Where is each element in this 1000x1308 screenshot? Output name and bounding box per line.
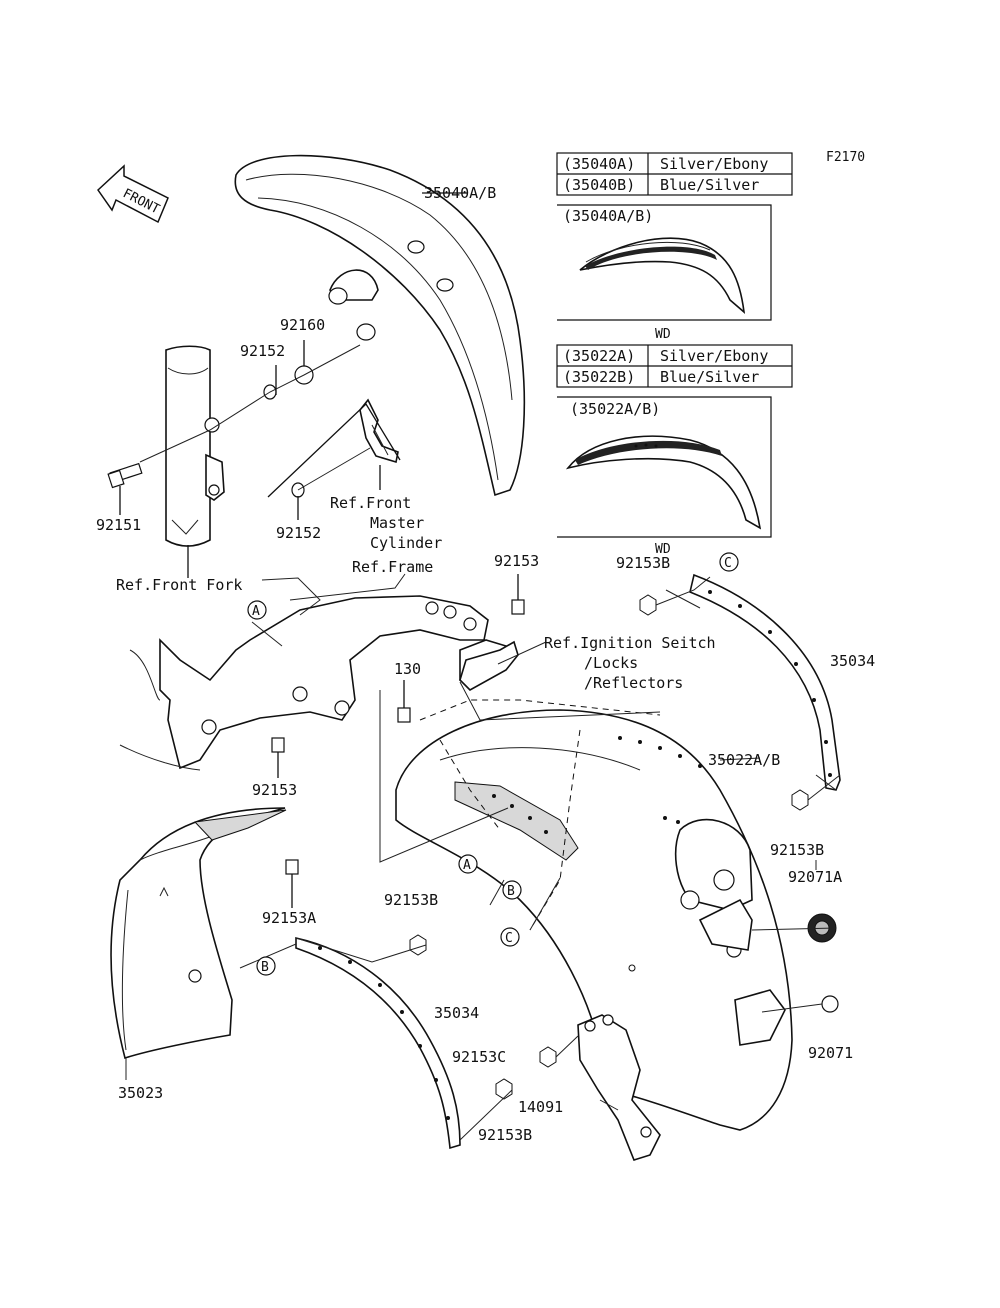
label-92071: 92071 [808, 1044, 853, 1062]
callout-c-rail: C [719, 552, 739, 572]
table2-row2-code: (35022B) [563, 368, 635, 386]
table2-row1-code: (35022A) [563, 347, 635, 365]
rail-35034-right [689, 573, 841, 791]
callout-a-label-1: A [252, 604, 260, 619]
label-92153-mid: 92153 [252, 781, 297, 799]
label-ref-ignition-3: /Reflectors [584, 674, 683, 692]
label-35023: 35023 [118, 1084, 163, 1102]
front-arrow-icon: FRONT [97, 164, 169, 224]
label-ref-ignition-2: /Locks [584, 654, 638, 672]
table2-row1-color: Silver/Ebony [660, 347, 768, 365]
label-ref-ignition-1: Ref.Ignition Seitch [544, 634, 716, 652]
inset2-note: WD [655, 542, 671, 557]
table1-row1-code: (35040A) [563, 155, 635, 173]
bracket-14091 [577, 1014, 661, 1161]
label-92152-bottom: 92152 [276, 524, 321, 542]
label-35022: 35022A/B [708, 751, 780, 769]
label-92153A: 92153A [262, 909, 316, 927]
table1-row1-color: Silver/Ebony [660, 155, 768, 173]
callout-a-frame: A [247, 600, 267, 620]
nut-92153B-bottom [495, 1078, 513, 1100]
label-92153B-top: 92153B [616, 554, 670, 572]
rear-fender-35022 [395, 699, 793, 1131]
label-92151: 92151 [96, 516, 141, 534]
label-35034-mid: 35034 [434, 1004, 479, 1022]
table1-row2-color: Blue/Silver [660, 176, 759, 194]
label-14091: 14091 [518, 1098, 563, 1116]
label-92153B-mid: 92153B [384, 891, 438, 909]
ignition-bracket [459, 640, 519, 691]
callout-b-label-1: B [507, 884, 515, 899]
label-92153-top: 92153 [494, 552, 539, 570]
callout-a-label-2: A [463, 858, 471, 873]
label-ref-front-fork: Ref.Front Fork [116, 576, 242, 594]
callout-c-label-2: C [505, 931, 513, 946]
label-92153B-bottom: 92153B [478, 1126, 532, 1144]
label-35040: 35040A/B [424, 184, 496, 202]
bolt-92153-top [511, 574, 525, 615]
front-fork [165, 345, 225, 547]
bolt-92151 [107, 462, 143, 489]
label-ref-front-master-3: Cylinder [370, 534, 442, 552]
bolt-92153A [285, 859, 299, 908]
label-92153B-right: 92153B [770, 841, 824, 859]
label-35034-right: 35034 [830, 652, 875, 670]
inset1-note: WD [655, 327, 671, 342]
nut-92153B-right [791, 789, 809, 811]
callout-b-fender: B [502, 880, 522, 900]
bolt-92153-mid [271, 737, 285, 778]
label-ref-front-master-1: Ref.Front [330, 494, 411, 512]
bolt-130 [397, 680, 411, 723]
front-fender-35040 [234, 154, 526, 497]
figure-code: F2170 [826, 150, 865, 165]
label-92160: 92160 [280, 316, 325, 334]
label-92071A: 92071A [788, 868, 842, 886]
callout-a-fender: A [458, 854, 478, 874]
inset2-title: (35022A/B) [570, 400, 660, 418]
front-fender-table: (35040A) Silver/Ebony (35040B) Blue/Silv… [556, 152, 793, 342]
table2-row2-color: Blue/Silver [660, 368, 759, 386]
label-ref-front-master-2: Master [370, 514, 424, 532]
rail-35034-mid [295, 937, 461, 1150]
callout-b-rail: B [256, 956, 276, 976]
table1-row2-code: (35040B) [563, 176, 635, 194]
nut-92153B-mid [409, 934, 427, 956]
label-92153C: 92153C [452, 1048, 506, 1066]
callout-b-label-2: B [261, 960, 269, 975]
nut-92153C [539, 1046, 557, 1068]
inset1-title: (35040A/B) [563, 207, 653, 225]
label-130: 130 [394, 660, 421, 678]
callout-c-label-1: C [724, 556, 732, 571]
nut-92153B-top [639, 594, 657, 616]
side-cover-35023 [110, 807, 287, 1060]
callout-c-fender: C [500, 927, 520, 947]
washer-92071 [821, 995, 839, 1013]
label-ref-frame: Ref.Frame [352, 558, 433, 576]
fender-bracket [359, 398, 399, 464]
label-92152-top: 92152 [240, 342, 285, 360]
rear-fender-table: (35022A) Silver/Ebony (35022B) Blue/Silv… [556, 344, 793, 557]
